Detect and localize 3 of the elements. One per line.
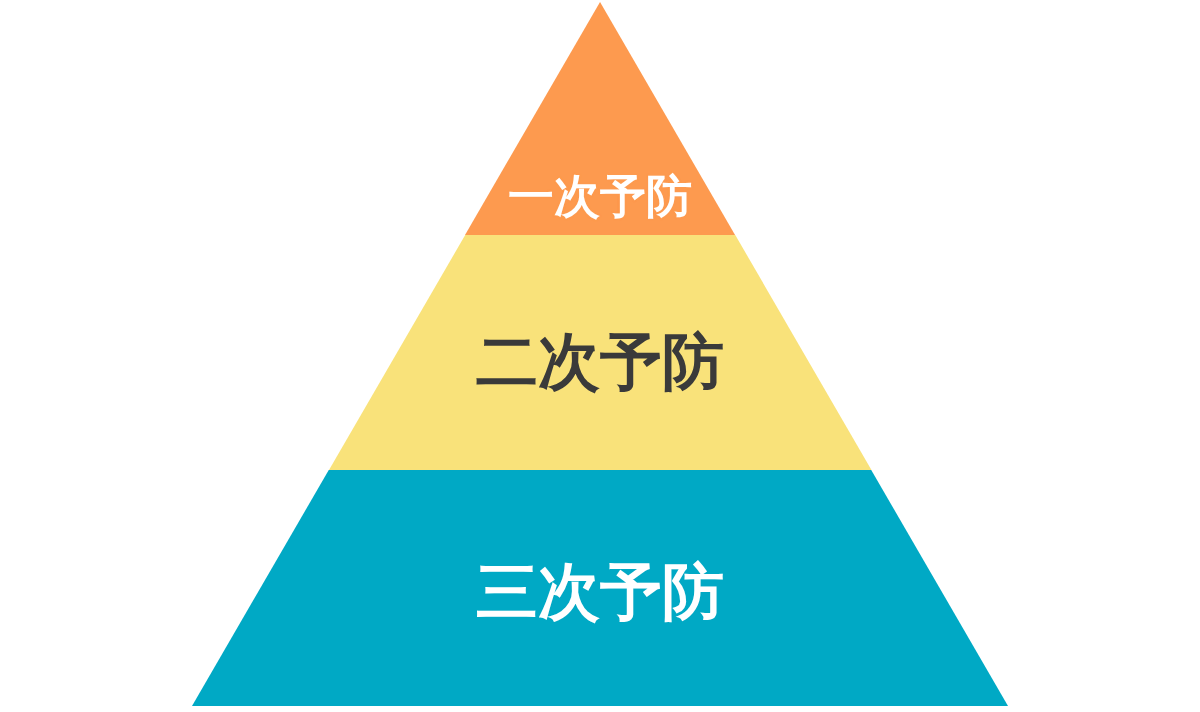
tier-label: 二次予防: [476, 331, 724, 393]
tier-label: 三次予防: [476, 561, 724, 623]
tier-label: 一次予防: [508, 173, 692, 219]
